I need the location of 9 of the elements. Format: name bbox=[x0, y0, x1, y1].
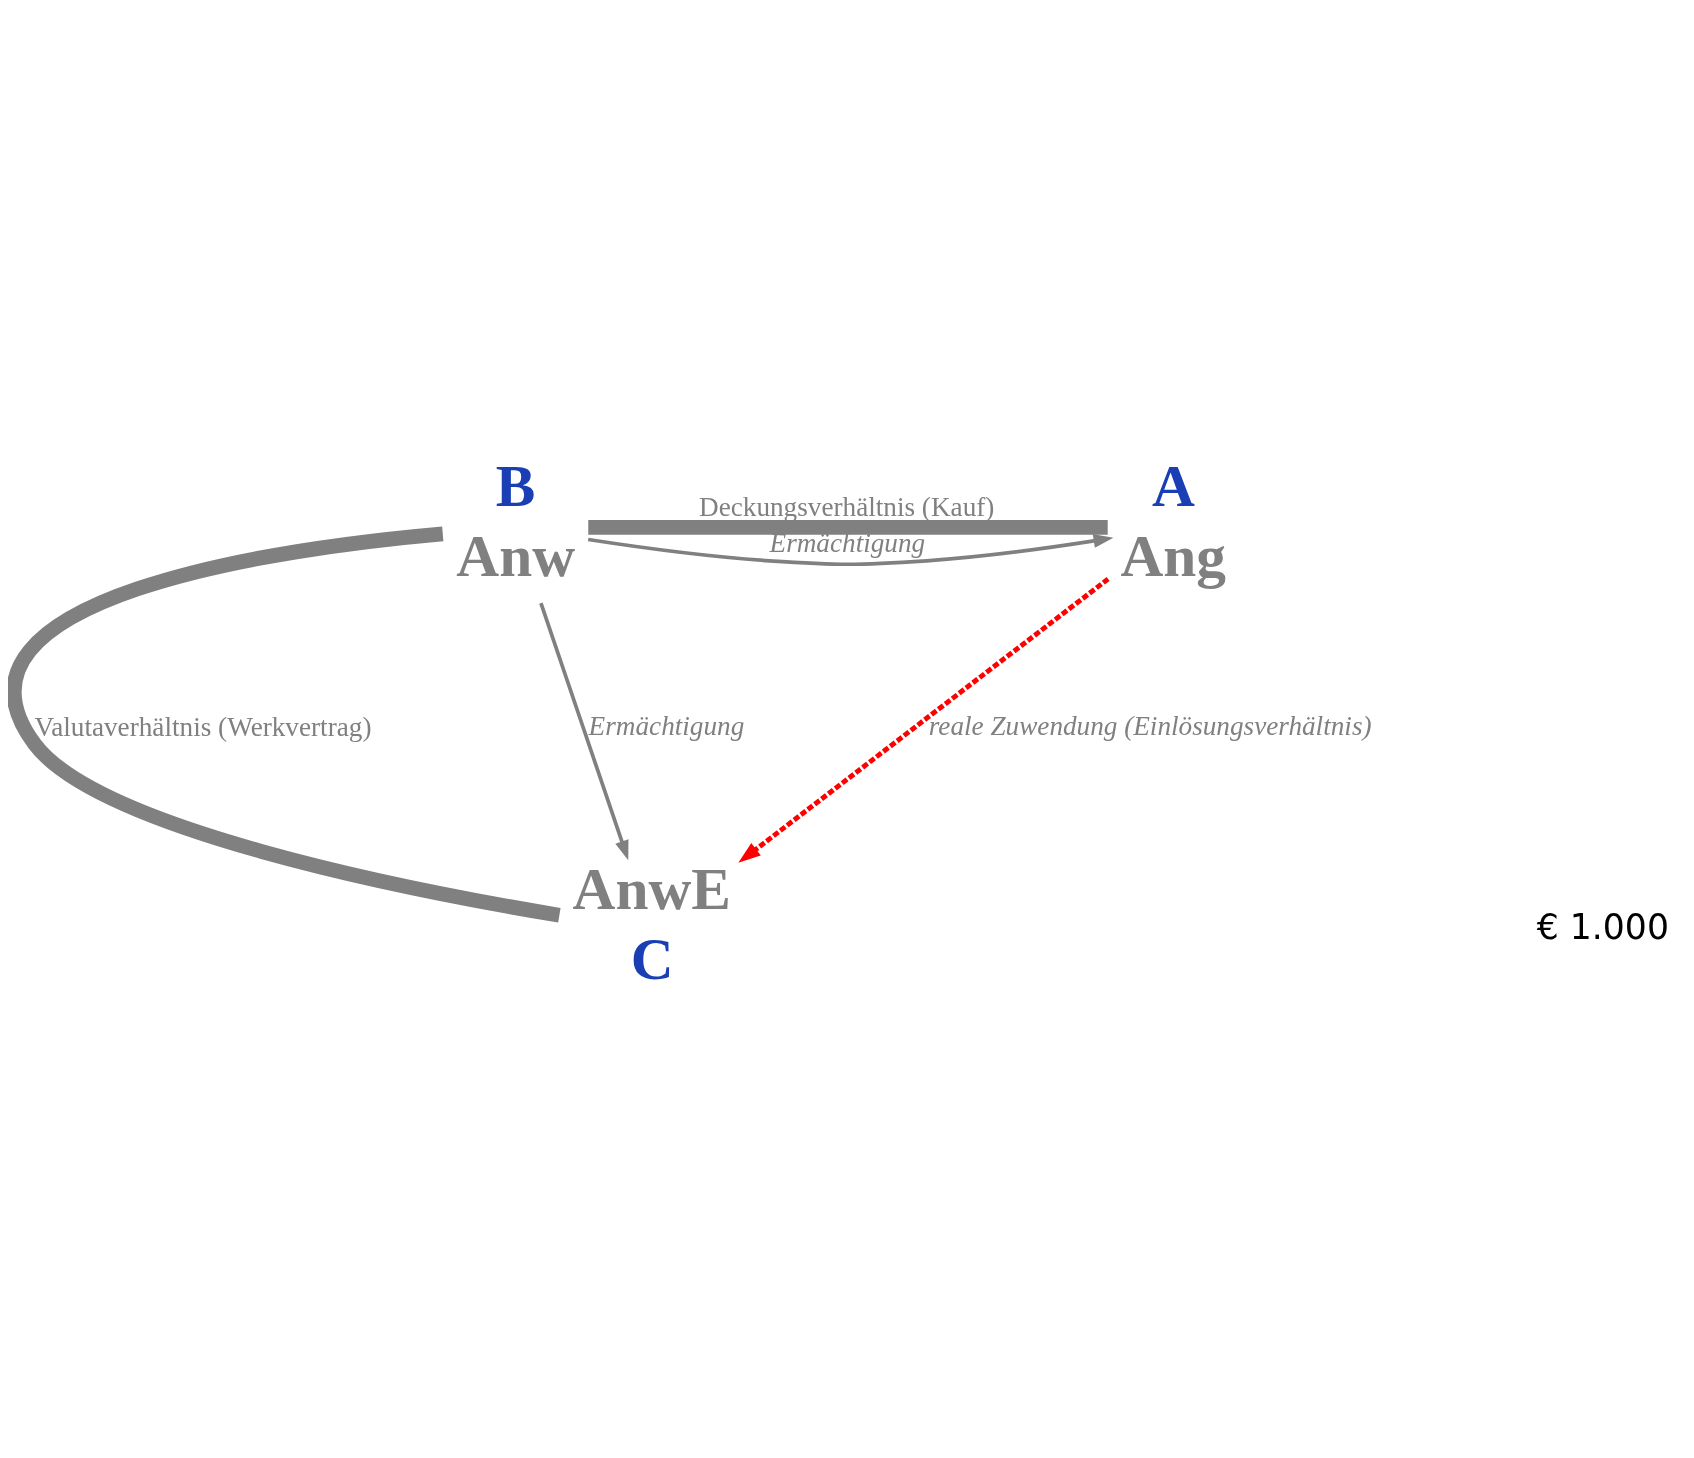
edge-label: Ermächtigung bbox=[588, 710, 745, 741]
edge-label: Ermächtigung bbox=[769, 527, 926, 558]
edge-label: Valutaverhältnis (Werkvertrag) bbox=[34, 711, 372, 742]
edge-label: Deckungsverhältnis (Kauf) bbox=[699, 491, 995, 522]
node-text: AnwE C bbox=[572, 855, 731, 993]
label: € 1.000 bbox=[1536, 907, 1669, 948]
node-text: B Anw bbox=[456, 452, 576, 590]
edge-label: reale Zuwendung (Einlösungsverhältnis) bbox=[928, 710, 1372, 741]
node-text: A Ang bbox=[1120, 452, 1227, 590]
